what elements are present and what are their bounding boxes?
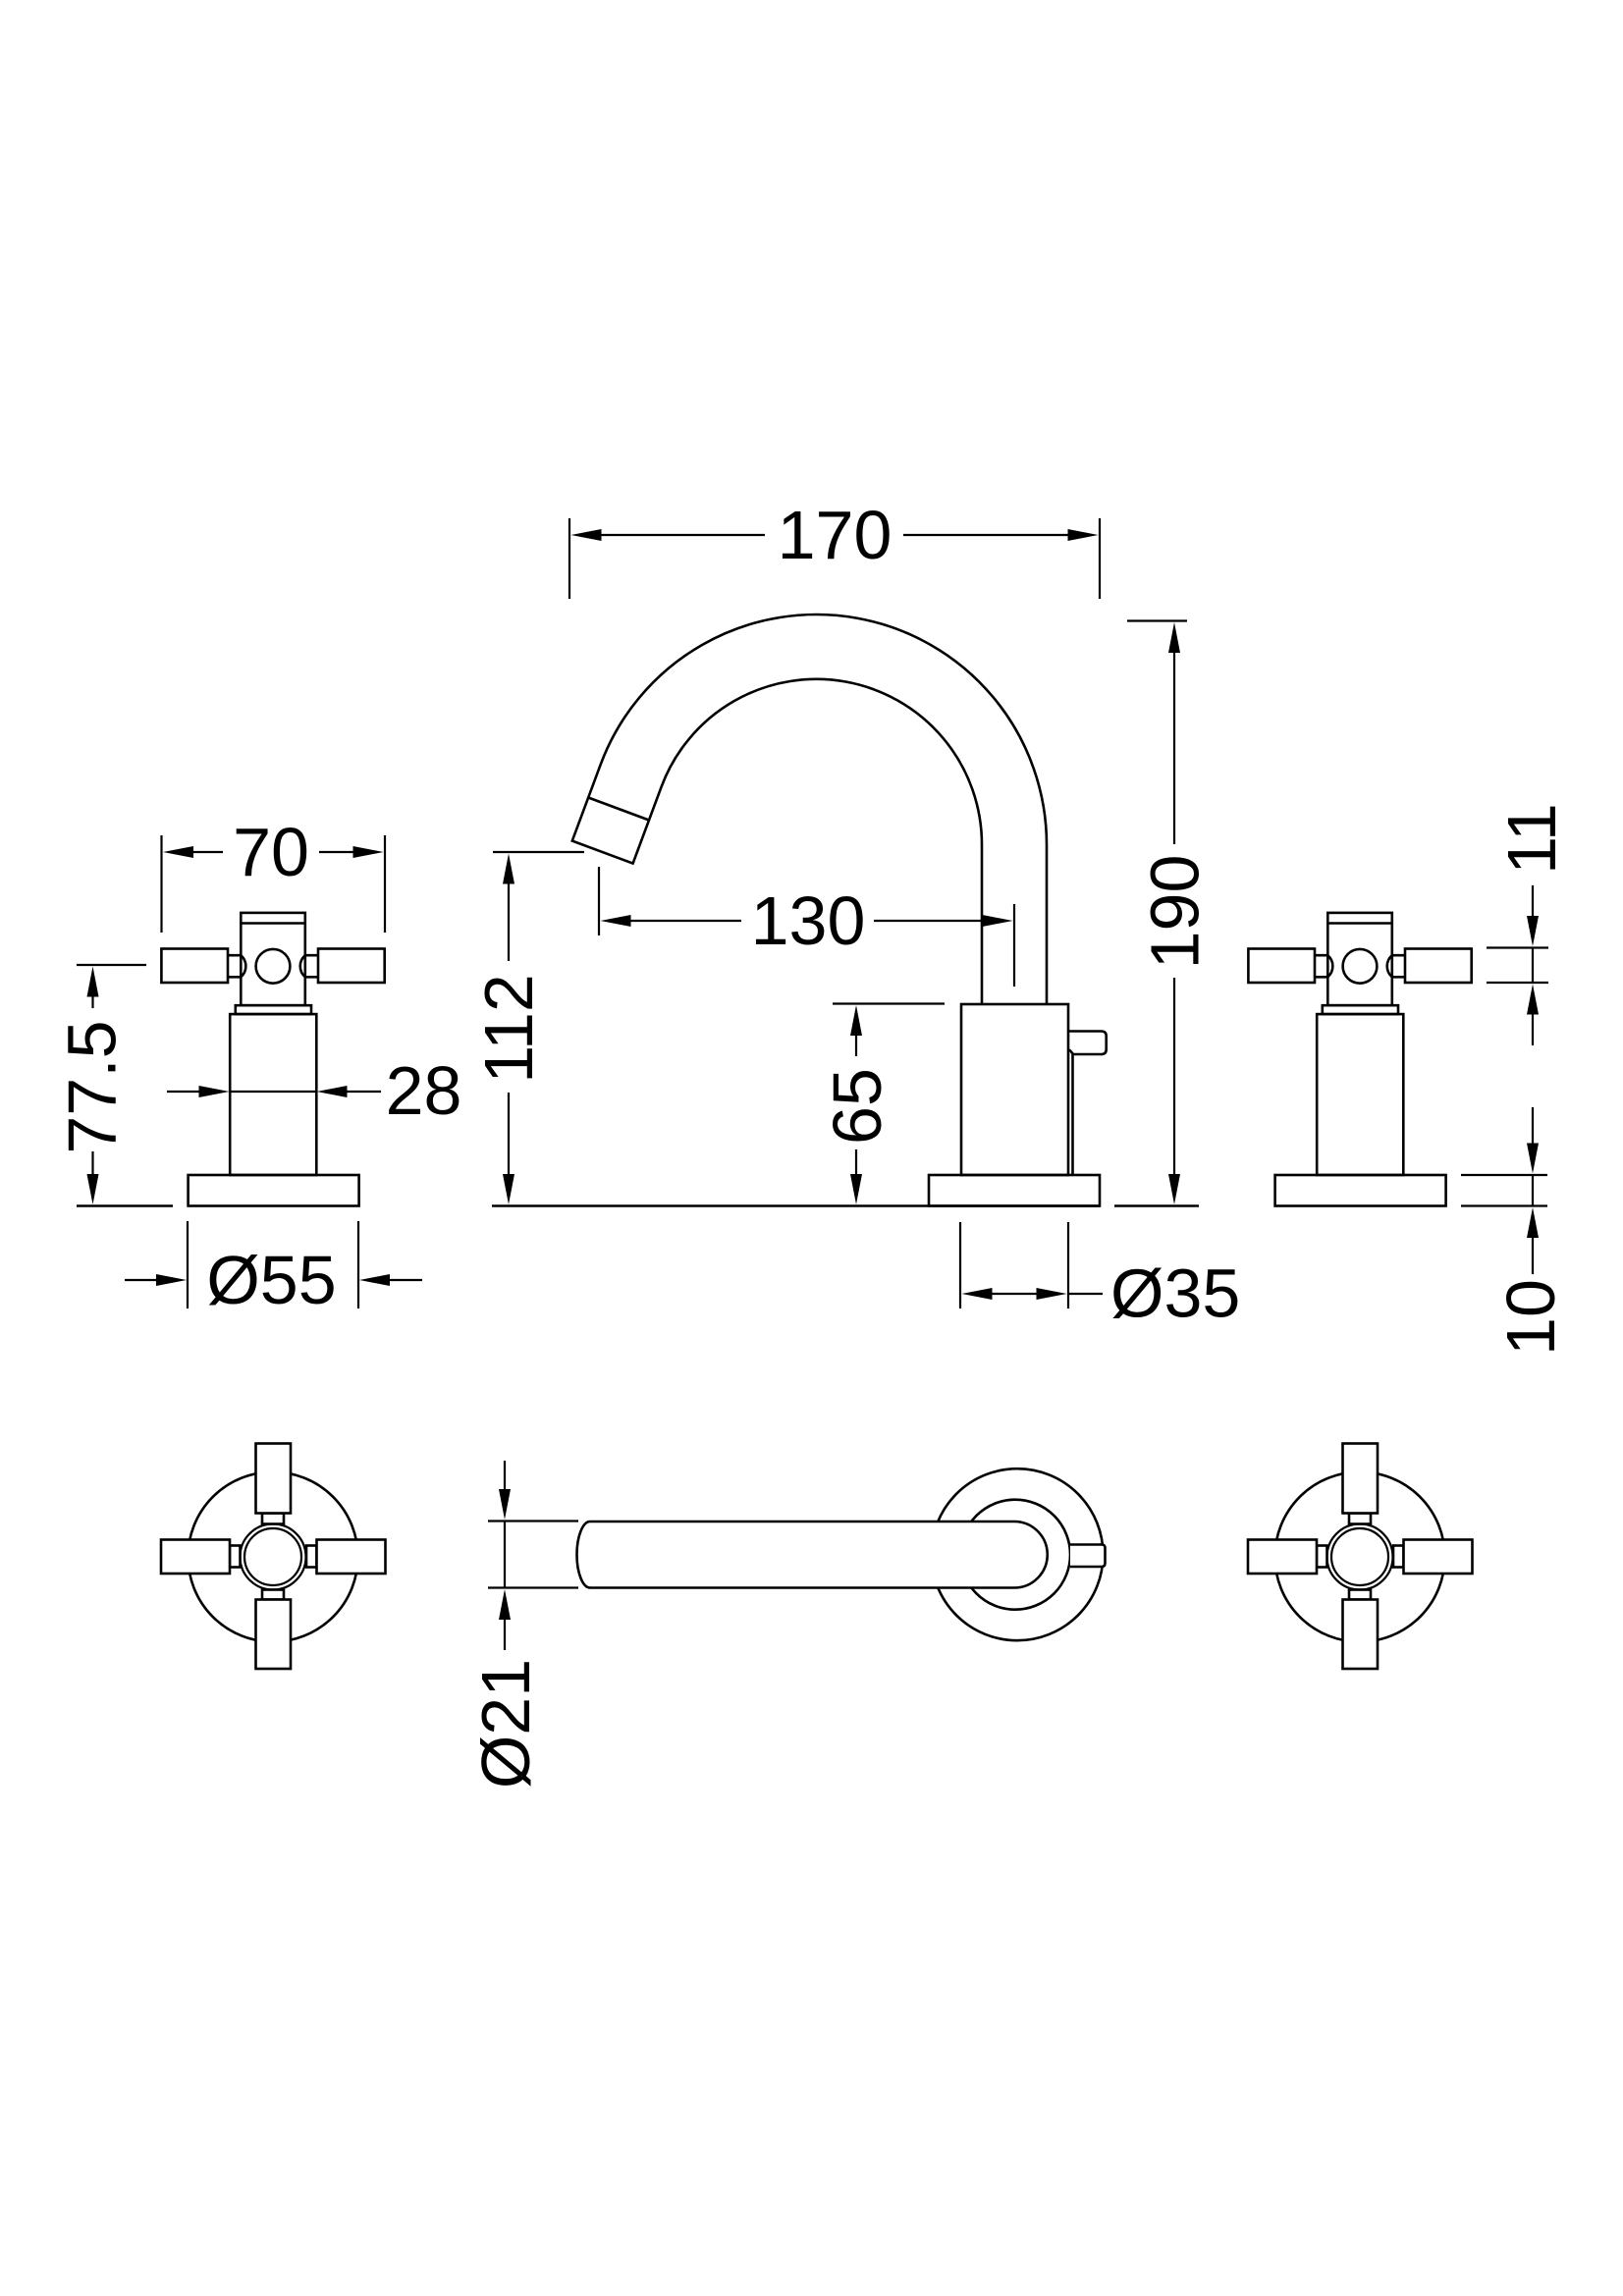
- svg-text:28: 28: [386, 1052, 462, 1129]
- svg-text:11: 11: [1493, 803, 1570, 875]
- svg-text:130: 130: [751, 882, 866, 959]
- svg-text:Ø55: Ø55: [206, 1242, 336, 1318]
- svg-text:Ø35: Ø35: [1110, 1255, 1240, 1332]
- svg-text:70: 70: [233, 814, 309, 890]
- svg-text:112: 112: [470, 974, 547, 1084]
- svg-text:190: 190: [1137, 855, 1214, 970]
- svg-text:77.5: 77.5: [54, 1020, 131, 1153]
- svg-text:Ø21: Ø21: [467, 1659, 544, 1789]
- svg-text:10: 10: [1492, 1279, 1569, 1356]
- svg-text:65: 65: [819, 1068, 895, 1145]
- svg-text:170: 170: [778, 497, 893, 573]
